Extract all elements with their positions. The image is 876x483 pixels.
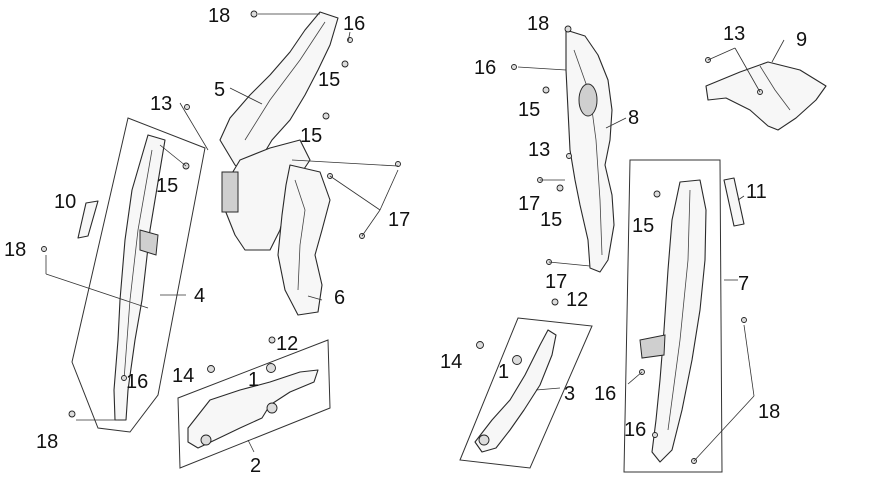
callout-7: 7 xyxy=(738,273,749,295)
callout-13: 13 xyxy=(150,93,172,115)
part-17-screw-a xyxy=(395,161,401,167)
part-12-screw-left xyxy=(268,336,276,344)
part-2-group-frame xyxy=(177,339,331,469)
part-1-nut-right xyxy=(512,355,522,365)
part-11-trim-strip xyxy=(723,177,745,227)
part-2-mount-hole xyxy=(200,434,212,446)
callout-16: 16 xyxy=(474,57,496,79)
part-14-bolt-right xyxy=(476,341,484,349)
part-4-detail xyxy=(123,149,153,381)
part-6-detail xyxy=(294,179,306,291)
callout-9: 9 xyxy=(796,29,807,51)
part-2-floor-bracket xyxy=(187,369,319,449)
part-13-screw-right xyxy=(566,153,572,159)
callout-18: 18 xyxy=(527,13,549,35)
part-16-screw-right-top xyxy=(511,64,517,70)
callout-10: 10 xyxy=(54,191,76,213)
leaders-left xyxy=(45,13,399,453)
part-18-screw-top-left xyxy=(250,10,258,18)
callout-11: 11 xyxy=(746,181,767,203)
callout-18: 18 xyxy=(758,401,780,423)
callout-18: 18 xyxy=(208,5,230,27)
callout-17: 17 xyxy=(388,209,410,231)
callout-4: 4 xyxy=(194,285,205,307)
part-3-group-frame xyxy=(459,317,593,469)
callout-8: 8 xyxy=(628,107,639,129)
callout-2: 2 xyxy=(250,455,261,477)
callout-15: 15 xyxy=(518,99,540,121)
part-16-screw-right-b xyxy=(652,432,658,438)
part-10-trim-strip xyxy=(77,200,99,239)
part-9-top-cover xyxy=(705,61,827,131)
part-4-side-cover xyxy=(113,134,166,421)
part-14-bolt-left xyxy=(207,365,215,373)
leaders-right xyxy=(517,39,785,462)
part-15-clip-d xyxy=(542,86,550,94)
part-15-clip-a xyxy=(341,60,349,68)
part-6-lower-cover xyxy=(277,164,331,316)
part-18-screw-top-right xyxy=(564,25,572,33)
part-4-bracket xyxy=(139,229,159,256)
callout-15: 15 xyxy=(632,215,654,237)
callout-17: 17 xyxy=(518,193,540,215)
part-9-detail xyxy=(759,65,791,111)
callout-16: 16 xyxy=(624,419,646,441)
callout-13: 13 xyxy=(528,139,550,161)
part-7-side-cover xyxy=(651,179,707,463)
part-1-nut-left xyxy=(266,363,276,373)
part-7-bracket xyxy=(639,334,666,359)
part-18-screw-right-a xyxy=(741,317,747,323)
callout-15: 15 xyxy=(300,125,322,147)
callout-13: 13 xyxy=(723,23,745,45)
part-5-detail xyxy=(244,21,326,141)
callout-17: 17 xyxy=(545,271,567,293)
callout-12: 12 xyxy=(566,289,588,311)
part-15-clip-f xyxy=(653,190,661,198)
callout-18: 18 xyxy=(36,431,58,453)
part-18-screw-bottom-left xyxy=(68,410,76,418)
part-16-screw-left xyxy=(121,375,127,381)
part-7-detail xyxy=(667,189,691,431)
part-12-screw-right xyxy=(551,298,559,306)
callout-labels: 18 16 15 5 15 13 15 10 18 4 17 6 12 14 1… xyxy=(4,5,807,477)
part-13-screw-left xyxy=(184,104,190,110)
part-8-inner-frame xyxy=(565,29,615,273)
part-3-mount-hole xyxy=(478,434,490,446)
callout-16: 16 xyxy=(343,13,365,35)
callout-14: 14 xyxy=(172,365,194,387)
part-3-floor-bracket xyxy=(474,329,557,453)
part-5-mount-tab xyxy=(221,171,239,213)
callout-15: 15 xyxy=(318,69,340,91)
callout-5: 5 xyxy=(214,79,225,101)
part-4-group-frame xyxy=(71,117,206,433)
callout-14: 14 xyxy=(440,351,462,373)
part-2-mount-hole-2 xyxy=(266,402,278,414)
callout-15: 15 xyxy=(540,209,562,231)
callout-15: 15 xyxy=(156,175,178,197)
callout-1: 1 xyxy=(248,369,259,391)
part-7-group-frame xyxy=(623,159,723,473)
callout-12: 12 xyxy=(276,333,298,355)
callout-16: 16 xyxy=(126,371,148,393)
callout-16: 16 xyxy=(594,383,616,405)
callout-3: 3 xyxy=(564,383,575,405)
part-8-opening xyxy=(578,83,598,117)
part-15-clip-e xyxy=(556,184,564,192)
part-18-screw-left xyxy=(41,246,47,252)
callout-1: 1 xyxy=(498,361,509,383)
callout-18: 18 xyxy=(4,239,26,261)
callout-6: 6 xyxy=(334,287,345,309)
part-15-clip-b xyxy=(322,112,330,120)
part-8-detail xyxy=(573,49,603,256)
